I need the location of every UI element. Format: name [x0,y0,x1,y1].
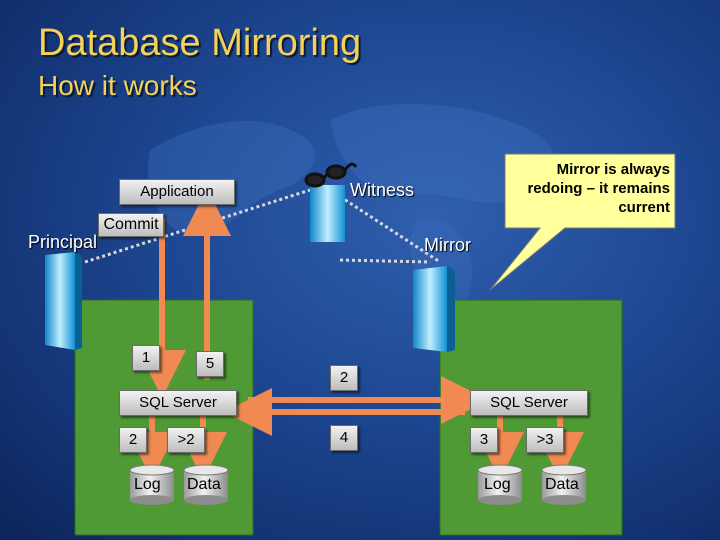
mirror-label: Mirror [424,235,471,255]
left-log-label: Log [134,476,161,493]
right-log-disk [477,464,523,505]
step-2-left: 2 [119,427,147,453]
commit-label: Commit [98,213,164,237]
mirror-server-area [439,299,623,536]
callout-text: Mirror is always redoing – it remains cu… [527,161,670,216]
step-4: 4 [330,425,358,451]
right-data-disk [541,464,587,505]
page-subtitle: How it works [38,70,197,101]
right-log-label: Log [484,476,511,493]
dotted-connections [84,188,441,264]
step-gt2: >2 [167,427,205,453]
principal-server-icon [45,252,82,350]
step-2-top: 2 [330,365,358,391]
application-box: Application [119,179,235,205]
principal-label: Principal [28,232,98,252]
step-gt3: >3 [526,427,564,453]
left-data-disk [183,464,229,505]
step-3: 3 [470,427,498,453]
sql-server-right-box: SQL Server [470,390,588,416]
sql-server-left-box: SQL Server [119,390,237,416]
right-data-label: Data [545,476,579,493]
left-log-disk [129,464,175,505]
witness-label: Witness [350,180,415,200]
callout-bubble [489,153,676,291]
left-data-label: Data [187,476,221,493]
witness-server-icon [310,185,345,242]
step-5: 5 [196,351,224,377]
page-title: Database Mirroring [38,22,362,64]
step-1: 1 [132,345,160,371]
glasses-icon [304,162,358,188]
mirror-server-icon [413,266,455,352]
